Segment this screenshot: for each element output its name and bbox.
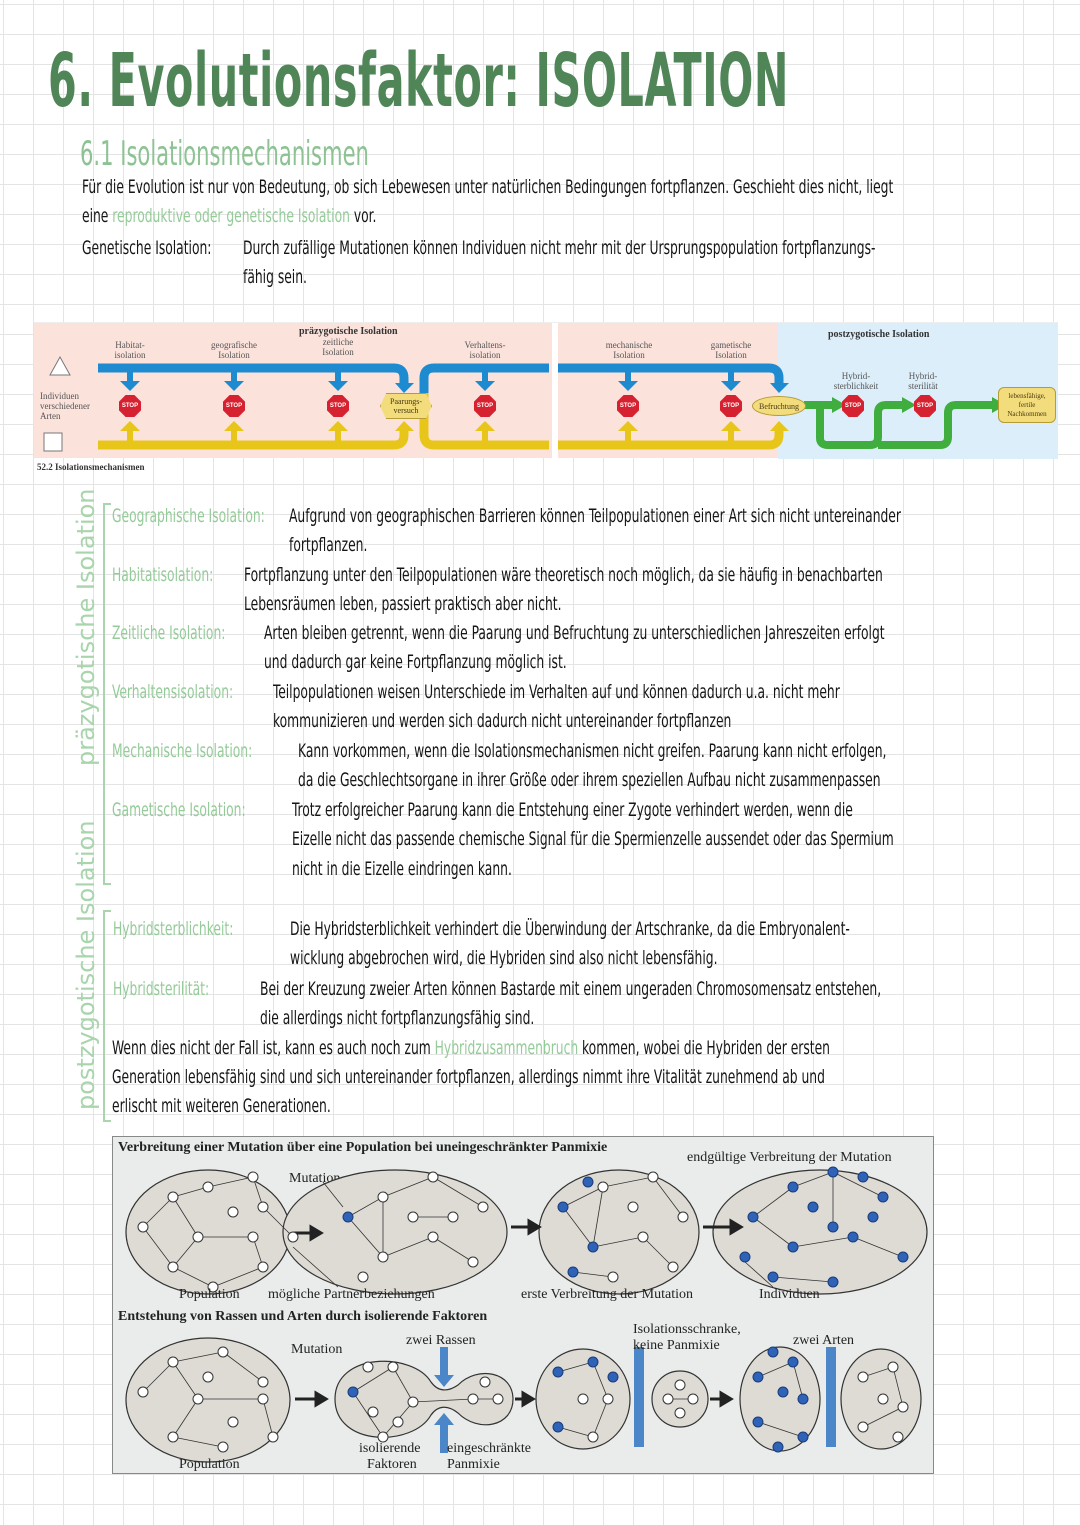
prezygotic-side-label: präzygotische Isolation <box>72 488 100 766</box>
stop-icon: STOP <box>474 395 496 417</box>
intro-text: eine <box>82 205 109 227</box>
term-habitat: Habitatisolation: <box>112 564 214 586</box>
definition-line: Fortpflanzung unter den Teilpopulationen… <box>244 564 883 586</box>
definition-line: Eizelle nicht das passende chemische Sig… <box>292 828 894 850</box>
label-population-bottom: Population <box>179 1457 240 1472</box>
stop-icon: STOP <box>914 395 936 417</box>
intro-line-2: eine reproduktive oder genetische Isolat… <box>82 202 376 231</box>
stage-label-habitat: Habitat- isolation <box>114 340 146 360</box>
flow-arrows <box>43 355 1006 452</box>
highlight-term: reproduktive oder genetische Isolation <box>112 205 350 227</box>
individuals-label: Individuen verschiedener Arten <box>40 391 90 421</box>
label-final-spread: endgültige Verbreitung der Mutation <box>687 1150 892 1165</box>
postzygotic-bracket <box>103 910 111 1122</box>
term-gametic: Gametische Isolation: <box>112 799 246 821</box>
label-two-species: zwei Arten <box>793 1333 855 1348</box>
definition-line: kommunizieren und werden sich dadurch ni… <box>273 710 732 732</box>
genetic-isolation-text-1: Durch zufällige Mutationen können Indivi… <box>243 237 876 259</box>
hybrid-breakdown-line-3: erlischt mit weiteren Generationen. <box>112 1095 331 1117</box>
label-factors: Faktoren <box>367 1457 417 1472</box>
label-mutation-bottom: Mutation <box>291 1342 343 1357</box>
stage-label-hybrid-mortality: Hybrid- sterblichkeit <box>833 371 879 391</box>
page-title: 6. Evolutionsfaktor: ISOLATION <box>48 38 790 124</box>
definition-line: Teilpopulationen weisen Unterschiede im … <box>273 681 840 703</box>
prezygotic-bracket <box>103 503 111 885</box>
stage-label-temporal: zeitliche Isolation <box>322 337 354 357</box>
label-possible-partners: mögliche Partnerbeziehungen <box>268 1287 435 1302</box>
section-subtitle: 6.1 Isolationsmechanismen <box>80 134 369 174</box>
term-temporal: Zeitliche Isolation: <box>112 622 226 644</box>
definition-line: Bei der Kreuzung zweier Arten können Bas… <box>260 978 882 1000</box>
term-geographic: Geographische Isolation: <box>112 505 265 527</box>
stop-icon: STOP <box>617 395 639 417</box>
definition-line: fortpflanzen. <box>289 534 368 556</box>
highlight-term: Hybridzusammenbruch <box>434 1037 579 1059</box>
stop-icon: STOP <box>842 395 864 417</box>
definition-line: Arten bleiben getrennt, wenn die Paarung… <box>264 622 885 644</box>
prezygotic-heading: präzygotische Isolation <box>299 326 398 337</box>
definition-line: wicklung abgebrochen wird, die Hybriden … <box>290 947 718 969</box>
postzygotic-side-label: postzygotische Isolation <box>72 820 100 1110</box>
population-figure: Verbreitung einer Mutation über eine Pop… <box>112 1136 934 1474</box>
population-networks <box>125 1166 928 1463</box>
term-behavioral: Verhaltensisolation: <box>112 681 234 703</box>
label-individuals: Individuen <box>759 1287 820 1302</box>
label-first-spread: erste Verbreitung der Mutation <box>521 1287 693 1302</box>
figure-caption: 52.2 Isolationsmechanismen <box>37 462 145 472</box>
label-isolating: isolierende <box>359 1441 421 1456</box>
fertilization-oval: Befruchtung <box>752 396 806 416</box>
label-barrier: Isolationsschranke, <box>633 1322 741 1337</box>
genetic-isolation-text-2: fähig sein. <box>243 266 307 288</box>
stage-label-gametic: gametische Isolation <box>710 340 752 360</box>
definition-line: die allerdings nicht fortpflanzungsfähig… <box>260 1007 535 1029</box>
stage-label-geographic: geografische Isolation <box>211 340 257 360</box>
definition-line: Kann vorkommen, wenn die Isolationsmecha… <box>298 740 887 762</box>
term-mechanical: Mechanische Isolation: <box>112 740 253 762</box>
stop-icon: STOP <box>327 395 349 417</box>
breakdown-text: kommen, wobei die Hybriden der ersten <box>582 1037 830 1059</box>
hybrid-breakdown-line-2: Generation lebensfähig sind und sich unt… <box>112 1066 825 1088</box>
mating-attempt-box: Paarungs- versuch <box>380 393 432 419</box>
stop-icon: STOP <box>119 395 141 417</box>
label-no-panmixia: keine Panmixie <box>633 1338 720 1353</box>
hybrid-breakdown-line-1: Wenn dies nicht der Fall ist, kann es au… <box>112 1034 830 1063</box>
definition-line: da die Geschlechtsorgane in ihrer Größe … <box>298 769 881 791</box>
intro-text: vor. <box>353 205 377 227</box>
label-panmixia: Panmixie <box>447 1457 500 1472</box>
definition-line: nicht in die Eizelle eindringen kann. <box>292 858 512 880</box>
label-restricted: eingeschränkte <box>447 1441 531 1456</box>
definition-line: und dadurch gar keine Fortpflanzung mögl… <box>264 651 567 673</box>
breakdown-text: Wenn dies nicht der Fall ist, kann es au… <box>112 1037 431 1059</box>
figure-title-top: Verbreitung einer Mutation über eine Pop… <box>118 1140 608 1155</box>
definition-line: Lebensräumen leben, passiert praktisch a… <box>244 593 562 615</box>
stage-label-behavioral: Verhaltens- isolation <box>464 340 506 360</box>
label-two-races: zwei Rassen <box>406 1333 476 1348</box>
isolation-flow-diagram: präzygotische Isolation postzygotische I… <box>34 322 1058 459</box>
postzygotic-heading: postzygotische Isolation <box>828 329 930 340</box>
intro-line-1: Für die Evolution ist nur von Bedeutung,… <box>82 176 894 198</box>
definition-line: Die Hybridsterblichkeit verhindert die Ü… <box>290 918 850 940</box>
stage-label-mechanical: mechanische Isolation <box>605 340 653 360</box>
stage-label-hybrid-sterility: Hybrid- sterilität <box>908 371 938 391</box>
label-population: Population <box>179 1287 240 1302</box>
definition-line: Aufgrund von geographischen Barrieren kö… <box>289 505 901 527</box>
figure-title-bottom: Entstehung von Rassen und Arten durch is… <box>118 1309 488 1324</box>
term-hybrid-mortality: Hybridsterblichkeit: <box>113 918 234 940</box>
definition-line: Trotz erfolgreicher Paarung kann die Ent… <box>292 799 853 821</box>
term-hybrid-sterility: Hybridsterilität: <box>113 978 210 1000</box>
diagram-separator <box>552 323 558 459</box>
stop-icon: STOP <box>223 395 245 417</box>
genetic-isolation-label: Genetische Isolation: <box>82 237 212 259</box>
stop-icon: STOP <box>720 395 742 417</box>
viable-offspring-box: lebensfähige, fertile Nachkommen <box>998 387 1056 423</box>
